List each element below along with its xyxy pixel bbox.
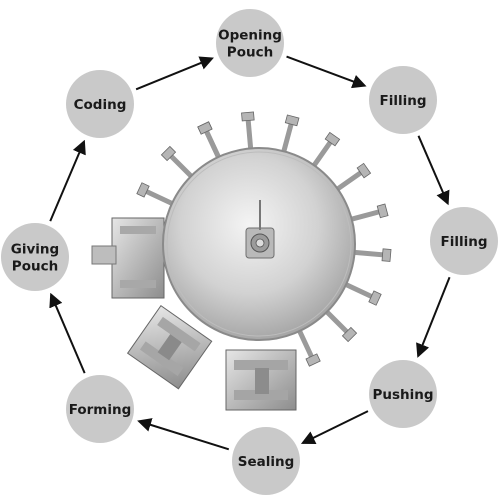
sealing-station — [225, 349, 297, 411]
flow-arrow — [416, 276, 451, 358]
step-label: Pouch — [227, 45, 273, 61]
step-node-sealing: Sealing — [232, 427, 300, 495]
flow-arrow — [300, 410, 369, 445]
step-label: Filling — [379, 93, 426, 109]
step-label: Giving — [11, 242, 59, 258]
step-label: Filling — [440, 234, 487, 250]
step-node-coding: Coding — [66, 70, 134, 138]
flow-arrow — [49, 139, 86, 222]
gripper-arm — [308, 131, 341, 173]
turntable-hub — [245, 200, 275, 259]
step-label: Pushing — [372, 387, 433, 403]
step-circle — [369, 66, 437, 134]
step-node-forming: Forming — [66, 375, 134, 443]
step-circle — [232, 427, 300, 495]
step-label: Sealing — [238, 454, 295, 470]
step-circle — [66, 375, 134, 443]
flow-arrow — [135, 56, 214, 91]
step-circle — [1, 223, 69, 291]
step-node-filling-1: Filling — [369, 66, 437, 134]
step-node-filling-2: Filling — [430, 207, 498, 275]
flow-arrow — [49, 292, 86, 374]
flow-arrow — [286, 55, 367, 89]
gripper-arm — [320, 305, 358, 343]
flow-arrow — [417, 135, 450, 206]
cycle-arrows — [49, 55, 451, 451]
step-circle — [369, 360, 437, 428]
rotary-machine-image — [91, 111, 392, 411]
giving-pouch-station — [91, 217, 165, 299]
step-circle — [66, 70, 134, 138]
forming-station — [126, 304, 213, 390]
step-circle — [216, 9, 284, 77]
cycle-steps: OpeningPouchFillingFillingPushingSealing… — [1, 9, 498, 495]
gripper-arm — [330, 162, 372, 195]
gripper-arm — [160, 145, 198, 183]
step-label: Coding — [74, 97, 127, 113]
step-label: Pouch — [12, 259, 58, 275]
step-circle — [430, 207, 498, 275]
flow-arrow — [137, 418, 230, 451]
step-label: Opening — [218, 28, 282, 44]
step-label: Forming — [69, 402, 132, 418]
step-node-pushing: Pushing — [369, 360, 437, 428]
